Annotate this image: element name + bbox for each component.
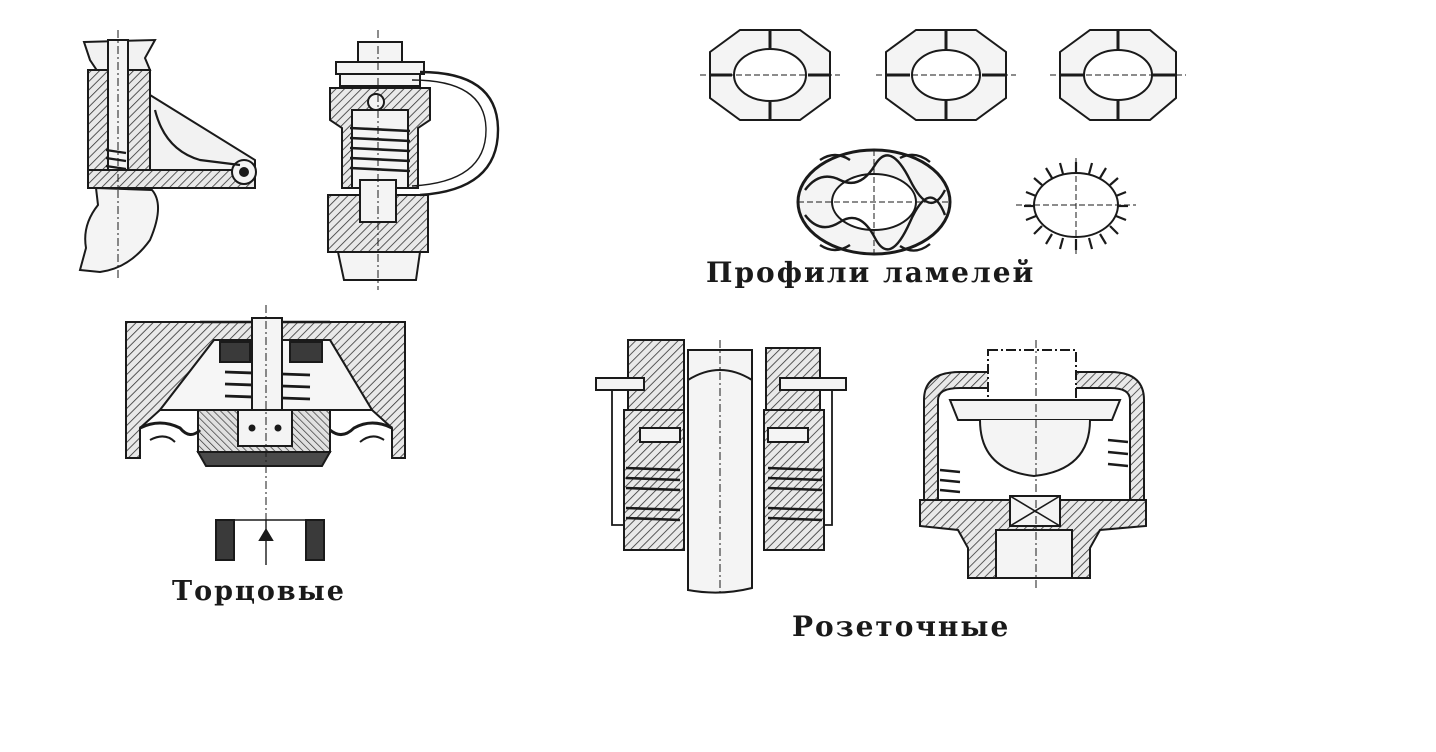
rosette-contact-drawing-2 xyxy=(919,340,1147,590)
rosette-contact-drawing-1 xyxy=(595,339,847,595)
lamella-hex-1 xyxy=(700,29,840,121)
face-contact-drawing xyxy=(125,305,406,565)
lamella-hex-3 xyxy=(1050,29,1186,121)
lever-contact-drawing xyxy=(78,30,257,280)
lamella-wavy-disk xyxy=(796,148,952,256)
caption-face-contacts: Торцовые xyxy=(172,576,346,607)
caption-rosette-contacts: Розеточные xyxy=(792,610,1011,643)
lamella-hex-2 xyxy=(876,29,1016,121)
spring-contact-drawing xyxy=(327,30,500,290)
lamella-profiles-drawing xyxy=(700,29,1186,256)
lamella-comb-ring xyxy=(1016,158,1136,254)
caption-lamella-profiles: Профили ламелей xyxy=(706,256,1036,289)
